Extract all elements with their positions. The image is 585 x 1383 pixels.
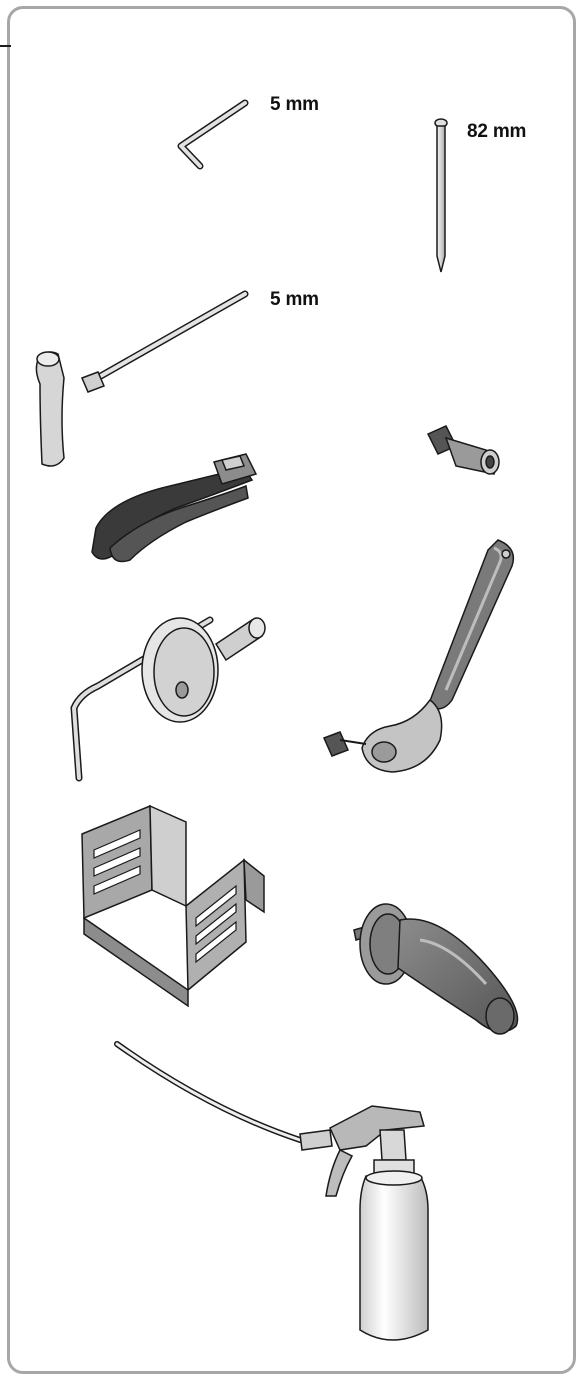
cage-bracket-icon xyxy=(82,806,264,1006)
allen-key-icon xyxy=(181,103,245,166)
pin-icon xyxy=(435,119,447,272)
socket-adapter-icon xyxy=(428,426,499,474)
ratchet-strap-icon xyxy=(92,454,256,562)
spray-bottle-icon xyxy=(117,1044,428,1340)
depth-gauge-tool-icon xyxy=(74,618,265,778)
auxiliary-handle-icon xyxy=(354,904,518,1034)
ratchet-wrench-icon xyxy=(324,540,513,772)
t-handle-hex-key-icon xyxy=(36,294,245,466)
